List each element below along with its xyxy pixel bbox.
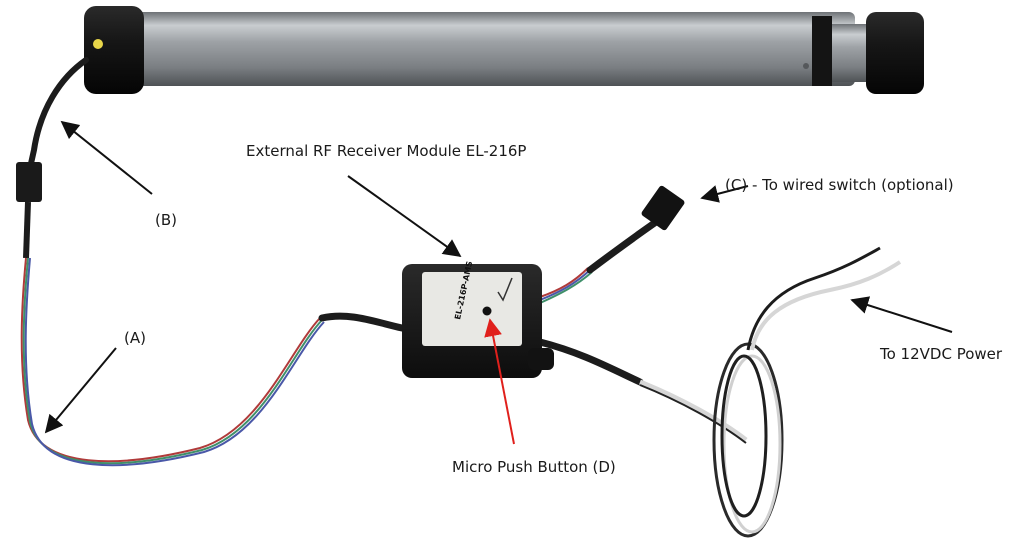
module-label-face [422, 272, 522, 346]
switch-cable [539, 185, 685, 304]
micro-push-button[interactable] [482, 306, 492, 316]
arrow-cable-b [60, 120, 153, 195]
power-cable-coil-inner [720, 354, 768, 518]
label-power: To 12VDC Power [880, 345, 1003, 363]
cable-connector [16, 162, 42, 202]
arrow-module [347, 175, 462, 258]
arrow-switch [700, 185, 749, 203]
arrow-cable-a [44, 347, 117, 434]
label-cable-b: (B) [155, 211, 177, 229]
tubular-motor [84, 6, 924, 94]
arrow-micro-button [484, 318, 515, 445]
arrow-power [850, 296, 953, 333]
label-wired-switch: (C) - To wired switch (optional) [725, 176, 954, 194]
label-rf-module: External RF Receiver Module EL-216P [246, 142, 527, 160]
cable-b [16, 57, 89, 259]
motor-end-cap [866, 12, 924, 94]
label-cable-a: (A) [124, 329, 146, 347]
label-micro-push-button: Micro Push Button (D) [452, 458, 616, 476]
motor-end-ring [812, 16, 832, 86]
motor-indicator-led [93, 39, 103, 49]
motor-head-cap [84, 6, 144, 94]
checkmark-icon [497, 277, 513, 302]
cable-a [20, 257, 406, 467]
motor-screw [803, 63, 809, 69]
power-cable-coil-white [722, 354, 782, 534]
power-cable [536, 246, 902, 538]
switch-connector [641, 185, 685, 231]
motor-tube [120, 12, 855, 86]
module-mount-tab [528, 348, 554, 370]
rf-receiver-module: EL-216P-AMS [402, 260, 554, 378]
